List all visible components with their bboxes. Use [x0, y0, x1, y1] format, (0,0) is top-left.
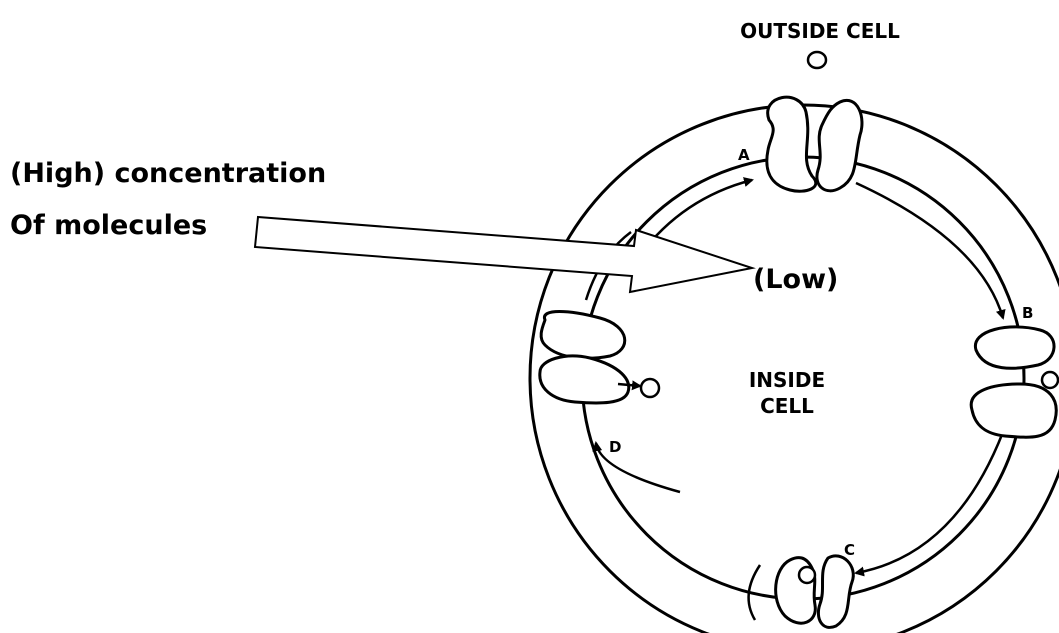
solute-molecule-bottom: [799, 567, 815, 583]
high-concentration-label: (High) concentration: [10, 158, 326, 189]
cycle-arrow-c: [856, 432, 1003, 573]
step-label-a: A: [738, 146, 750, 164]
solute-molecule-outside: [808, 52, 826, 68]
carrier-protein-right: [971, 327, 1058, 437]
inside-cell-label-line1: INSIDE: [749, 368, 825, 392]
step-label-c: C: [844, 541, 855, 559]
outside-cell-label: OUTSIDE CELL: [740, 19, 900, 43]
solute-molecule-released: [641, 379, 659, 397]
step-label-b: B: [1022, 304, 1033, 322]
molecules-label: Of molecules: [10, 210, 207, 241]
inside-cell-label-line2: CELL: [760, 394, 814, 418]
carrier-protein-bottom: [749, 556, 854, 628]
low-concentration-label: (Low): [753, 264, 838, 295]
cycle-arrow-b: [856, 183, 1003, 318]
carrier-protein-top: [767, 52, 862, 191]
carrier-protein-left: [540, 312, 659, 403]
step-label-d: D: [609, 438, 621, 456]
concentration-gradient-arrow: [255, 217, 752, 292]
solute-molecule-right: [1042, 372, 1058, 388]
